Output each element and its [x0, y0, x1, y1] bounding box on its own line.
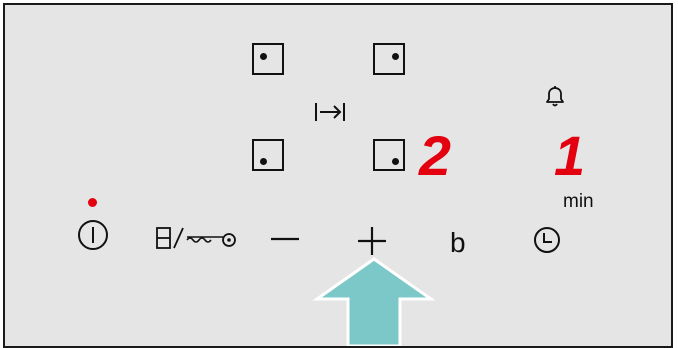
plus-icon[interactable]: [356, 226, 388, 256]
timer-unit-label: min: [563, 191, 594, 212]
timer-display: 1: [554, 129, 582, 181]
timer-value: 1: [554, 129, 582, 181]
cooking-zone-rear-right-icon[interactable]: [373, 43, 405, 75]
cooking-zone-front-right-icon[interactable]: [373, 139, 405, 171]
highlight-arrow-icon: [312, 257, 436, 346]
bell-icon: [546, 86, 564, 107]
cooking-zone-front-left-icon[interactable]: [252, 139, 284, 171]
power-icon[interactable]: [77, 218, 109, 252]
power-indicator-light: [88, 198, 97, 207]
power-level-display: 2: [418, 129, 451, 181]
minus-icon[interactable]: [269, 231, 301, 247]
cooktop-control-panel: 2 1 min b: [3, 3, 673, 348]
cooking-zone-rear-left-icon[interactable]: [252, 43, 284, 75]
timer-icon[interactable]: [532, 225, 562, 255]
child-lock-icon[interactable]: [155, 225, 239, 251]
combine-zones-icon[interactable]: [314, 100, 346, 124]
booster-button[interactable]: b: [450, 227, 466, 258]
power-level-value: 2: [418, 129, 451, 181]
